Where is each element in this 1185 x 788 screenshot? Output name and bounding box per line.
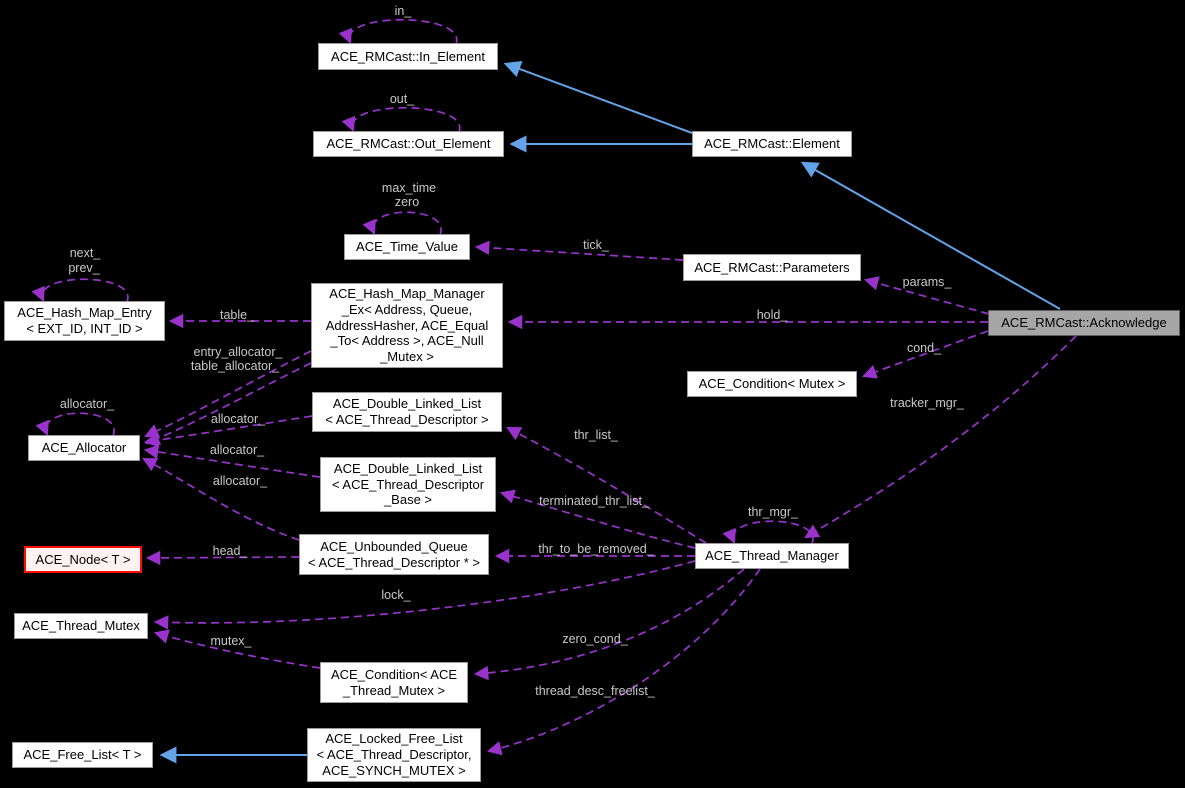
node-label: ACE_RMCast::Element — [704, 136, 840, 152]
node-dll-thread-descriptor-base[interactable]: ACE_Double_Linked_List < ACE_Thread_Desc… — [320, 457, 496, 512]
node-label: ACE_Allocator — [41, 440, 127, 456]
edge-label-thread-desc-freelist: thread_desc_freelist_ — [535, 684, 655, 698]
node-dll-thread-descriptor[interactable]: ACE_Double_Linked_List < ACE_Thread_Desc… — [312, 392, 502, 432]
node-label: ACE_Thread_Mutex — [22, 618, 140, 634]
edge-label-in: in_ — [394, 4, 412, 18]
node-condition-mutex[interactable]: ACE_Condition< Mutex > — [687, 371, 857, 397]
edge-label-zero: zero — [394, 195, 420, 209]
edge-label-prev: prev_ — [68, 261, 100, 275]
node-node-t[interactable]: ACE_Node< T > — [24, 546, 142, 573]
edge-label-allocator-1: allocator_ — [210, 412, 266, 426]
edge-tracker-mgr — [804, 335, 1077, 539]
edge-group — [31, 18, 1077, 764]
edge-label-thr-mgr: thr_mgr_ — [747, 505, 799, 519]
node-label: ACE_Condition< Mutex > — [698, 376, 846, 392]
node-in-element[interactable]: ACE_RMCast::In_Element — [318, 43, 498, 70]
edge-out-self — [341, 106, 461, 133]
node-label: ACE_Free_List< T > — [23, 747, 142, 763]
edge-label-params: params_ — [902, 275, 952, 289]
node-allocator[interactable]: ACE_Allocator — [28, 435, 140, 461]
node-hash-map-manager-ex[interactable]: ACE_Hash_Map_Manager _Ex< Address, Queue… — [311, 283, 503, 368]
edge-label-allocator-2: allocator_ — [209, 443, 265, 457]
edge-label-cond: cond_ — [906, 341, 942, 355]
edge-label-thr-list: thr_list_ — [574, 428, 618, 442]
edge-label-table-allocator: table_allocator_ — [190, 359, 280, 373]
edge-hash-map-entry-self — [31, 278, 129, 303]
node-free-list[interactable]: ACE_Free_List< T > — [12, 742, 153, 768]
node-thread-mutex[interactable]: ACE_Thread_Mutex — [14, 613, 148, 639]
node-label: ACE_Locked_Free_List < ACE_Thread_Descri… — [316, 731, 472, 778]
edge-label-mutex: mutex_ — [210, 634, 252, 648]
node-label: ACE_Thread_Manager — [705, 548, 839, 564]
node-label: ACE_Double_Linked_List < ACE_Thread_Desc… — [331, 460, 485, 508]
node-out-element[interactable]: ACE_RMCast::Out_Element — [313, 131, 504, 157]
edge-element-to-in-element — [503, 61, 693, 134]
node-label: ACE_RMCast::Out_Element — [326, 136, 491, 152]
edge-label-allocator-3: allocator_ — [212, 474, 268, 488]
edge-time-value-self — [362, 211, 442, 236]
edge-mutex — [153, 629, 321, 669]
node-element[interactable]: ACE_RMCast::Element — [692, 131, 852, 157]
node-label: ACE_Hash_Map_Manager _Ex< Address, Queue… — [325, 285, 489, 365]
node-condition-thread-mutex[interactable]: ACE_Condition< ACE _Thread_Mutex > — [320, 662, 468, 703]
edge-allocator-queue — [142, 457, 300, 541]
edge-zero-cond — [473, 568, 745, 681]
node-label: ACE_Hash_Map_Entry < EXT_ID, INT_ID > — [17, 305, 152, 336]
edge-label-tracker-mgr: tracker_mgr_ — [890, 396, 964, 410]
edge-cond — [861, 330, 989, 379]
node-label: ACE_Time_Value — [356, 239, 458, 255]
edge-label-table: table_ — [219, 308, 255, 322]
edge-label-next: next_ — [69, 246, 101, 260]
node-time-value[interactable]: ACE_Time_Value — [344, 234, 470, 260]
edge-label-out: out_ — [389, 92, 415, 106]
edge-params — [863, 276, 990, 315]
edge-label-lock: lock_ — [381, 588, 411, 602]
edge-allocator-dll-base — [143, 444, 321, 478]
node-unbounded-queue[interactable]: ACE_Unbounded_Queue < ACE_Thread_Descrip… — [299, 534, 489, 575]
node-parameters[interactable]: ACE_RMCast::Parameters — [683, 254, 861, 281]
node-label: ACE_Node< T > — [35, 551, 131, 567]
edge-in-self — [338, 18, 458, 45]
edge-thread-manager-self — [722, 520, 814, 545]
edge-allocator-self — [35, 412, 115, 437]
node-label: ACE_RMCast::In_Element — [331, 48, 485, 64]
edge-label-max-time: max_time — [381, 181, 437, 195]
edge-label-thr-to-be-removed: thr_to_be_removed_ — [538, 542, 654, 556]
node-label: ACE_RMCast::Acknowledge — [1001, 315, 1167, 331]
edge-label-entry-allocator: entry_allocator_ — [193, 345, 283, 359]
edge-thread-desc-freelist — [486, 568, 761, 756]
edge-table-allocator — [144, 362, 312, 446]
node-label: ACE_RMCast::Parameters — [694, 259, 850, 275]
node-acknowledge[interactable]: ACE_RMCast::Acknowledge — [988, 310, 1180, 336]
edge-tick — [474, 240, 684, 261]
node-label: ACE_Condition< ACE _Thread_Mutex > — [330, 666, 458, 698]
edge-terminated-thr-list — [499, 489, 696, 549]
edge-label-hold: hold_ — [756, 308, 788, 322]
edge-lock — [153, 560, 696, 630]
node-label: ACE_Unbounded_Queue < ACE_Thread_Descrip… — [308, 538, 480, 570]
node-locked-free-list[interactable]: ACE_Locked_Free_List < ACE_Thread_Descri… — [307, 728, 481, 782]
edge-label-zero-cond: zero_cond_ — [562, 632, 628, 646]
edge-thr-list — [506, 426, 707, 544]
node-hash-map-entry[interactable]: ACE_Hash_Map_Entry < EXT_ID, INT_ID > — [4, 301, 165, 341]
node-label: ACE_Double_Linked_List < ACE_Thread_Desc… — [325, 396, 489, 427]
edge-label-tick: tick_ — [583, 238, 609, 252]
edge-label-allocator-self: allocator_ — [59, 397, 115, 411]
node-thread-manager[interactable]: ACE_Thread_Manager — [695, 543, 849, 569]
edge-label-head: head_ — [212, 544, 248, 558]
edge-label-terminated-thr-list: terminated_thr_list_ — [539, 494, 649, 508]
edge-acknowledge-to-element — [800, 161, 1061, 310]
